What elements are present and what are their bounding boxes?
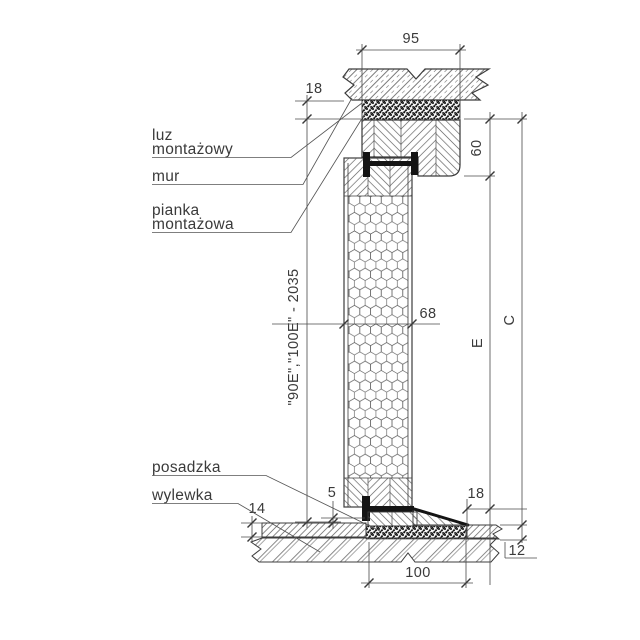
dim-floor-left: 14 bbox=[241, 501, 265, 543]
bottom-horizontal-seal bbox=[366, 506, 414, 512]
dim-floor-left-value: 14 bbox=[249, 501, 266, 517]
label-pianka-montazowa: pianka montażowa bbox=[152, 111, 367, 233]
dim-head-height-value: 60 bbox=[469, 140, 485, 157]
dim-left-chain: 18 "90E","100E" - 2035 bbox=[286, 81, 361, 528]
dim-leaf-height-value: "90E","100E" - 2035 bbox=[286, 268, 302, 405]
head-rabbet-seal bbox=[411, 152, 418, 175]
dim-threshold-width-value: 100 bbox=[405, 565, 430, 581]
dim-frame-depth: 95 bbox=[356, 31, 466, 118]
label-mur: mur bbox=[152, 97, 353, 185]
gasket-seals bbox=[362, 152, 418, 521]
door-bottom-rail bbox=[344, 478, 412, 507]
dim-frame-depth-value: 95 bbox=[403, 31, 420, 47]
floor-finish-right bbox=[466, 524, 503, 540]
label-luz-line1: luz bbox=[152, 127, 173, 144]
threshold bbox=[365, 506, 470, 540]
head-horizontal-seal bbox=[365, 161, 418, 166]
threshold-foam-strip bbox=[365, 525, 468, 540]
label-posadzka: posadzka bbox=[152, 459, 381, 532]
dim-top-gap-value: 18 bbox=[306, 81, 323, 97]
label-wylewka-text: wylewka bbox=[151, 487, 213, 504]
dim-total-height-label: C bbox=[502, 315, 518, 326]
wall-hatched-block bbox=[342, 68, 492, 101]
door-leaf bbox=[343, 157, 413, 508]
label-pianka-line1: pianka bbox=[152, 202, 200, 219]
dim-opening-height-label: E bbox=[470, 338, 486, 348]
honeycomb-core bbox=[348, 196, 408, 478]
wall-section bbox=[342, 68, 492, 101]
dim-bottom-gap-value: 5 bbox=[328, 485, 336, 501]
label-posadzka-text: posadzka bbox=[152, 459, 221, 476]
label-mur-text: mur bbox=[152, 168, 180, 185]
dim-leaf-thickness: 68 bbox=[272, 306, 440, 329]
label-luz-line2: montażowy bbox=[152, 141, 233, 158]
dim-leaf-thickness-value: 68 bbox=[420, 306, 437, 322]
dim-threshold-lip: 18 bbox=[462, 486, 485, 527]
dim-floor-right-value: 12 bbox=[509, 543, 526, 559]
label-pianka-line2: montażowa bbox=[152, 216, 234, 233]
mounting-foam-strip bbox=[361, 99, 461, 121]
dim-bottom-gap: 5 bbox=[321, 485, 365, 529]
label-luz-montazowy: luz montażowy bbox=[152, 102, 363, 158]
floor-finish-left bbox=[261, 522, 367, 538]
dim-right-chain-c: C 12 bbox=[500, 112, 537, 559]
dim-right-chain-e: 60 E bbox=[464, 112, 527, 585]
label-wylewka: wylewka bbox=[151, 487, 321, 553]
screed-slab bbox=[249, 537, 500, 563]
dim-threshold-lip-value: 18 bbox=[468, 486, 485, 502]
dim-threshold-width: 100 bbox=[361, 528, 473, 588]
